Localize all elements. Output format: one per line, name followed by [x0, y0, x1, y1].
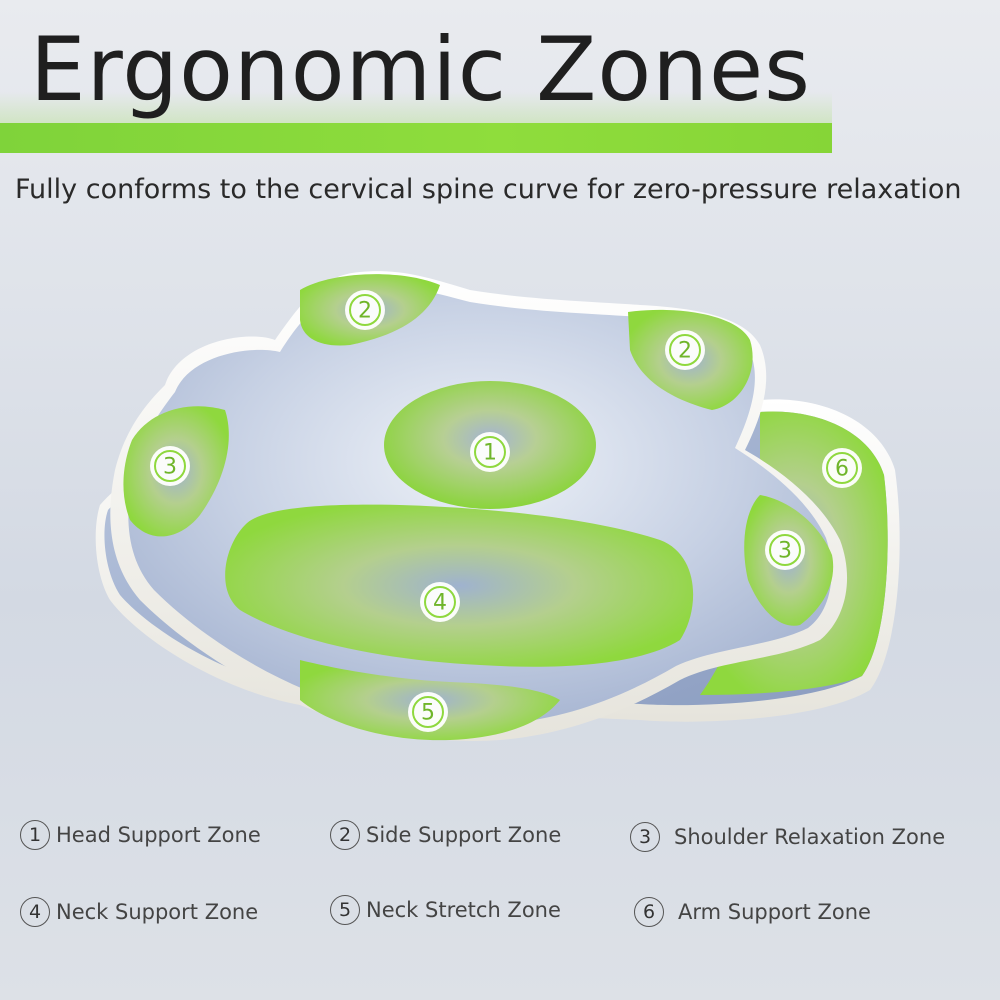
legend-item-arm-support: 6 Arm Support Zone — [634, 897, 871, 927]
zone-badge-number: 2 — [678, 339, 692, 364]
legend-number-badge: 6 — [634, 897, 664, 927]
legend-label: Shoulder Relaxation Zone — [674, 825, 946, 849]
legend-label: Neck Support Zone — [56, 900, 259, 924]
zone-badge-ring — [669, 334, 701, 366]
zone-legend: 1 Head Support Zone 2 Side Support Zone … — [0, 800, 1000, 960]
title-glow — [0, 92, 832, 126]
page-title: Ergonomic Zones — [30, 18, 811, 121]
legend-number-badge: 2 — [330, 820, 360, 850]
zone-badge-ring — [424, 586, 456, 618]
zone-badge-number: 3 — [778, 539, 792, 564]
zone-badge-6: 6 — [822, 448, 862, 488]
zone-badges: 1 2 2 3 3 4 5 6 — [150, 290, 862, 732]
legend-label: Neck Stretch Zone — [366, 898, 561, 922]
legend-item-side-support: 2 Side Support Zone — [330, 820, 561, 850]
page-subtitle: Fully conforms to the cervical spine cur… — [15, 174, 962, 205]
zone-badge-ring — [474, 436, 506, 468]
zone-badge-1: 1 — [470, 432, 510, 472]
legend-label: Arm Support Zone — [678, 900, 871, 924]
zone-badge-3: 3 — [765, 530, 805, 570]
zone-badge-number: 5 — [421, 701, 435, 726]
legend-item-neck-support: 4 Neck Support Zone — [20, 897, 258, 927]
zone-badge-2: 2 — [345, 290, 385, 330]
legend-item-head-support: 1 Head Support Zone — [20, 820, 261, 850]
legend-item-neck-stretch: 5 Neck Stretch Zone — [330, 895, 561, 925]
zone-badge-ring — [826, 452, 858, 484]
zone-badge-5: 5 — [408, 692, 448, 732]
zone-badge-number: 6 — [835, 457, 849, 482]
zone-badge-ring — [412, 696, 444, 728]
zone-badge-number: 1 — [483, 441, 497, 466]
legend-item-shoulder-relaxation: 3 Shoulder Relaxation Zone — [630, 822, 945, 852]
zone-badge-ring — [769, 534, 801, 566]
legend-label: Side Support Zone — [366, 823, 562, 847]
zone-badge-number: 3 — [163, 455, 177, 480]
legend-number-badge: 4 — [20, 897, 50, 927]
zone-badge-ring — [349, 294, 381, 326]
zone-badge-3: 3 — [150, 446, 190, 486]
legend-number-badge: 1 — [20, 820, 50, 850]
zone-badge-4: 4 — [420, 582, 460, 622]
legend-label: Head Support Zone — [56, 823, 261, 847]
zone-badge-number: 4 — [433, 591, 447, 616]
legend-number-badge: 5 — [330, 895, 360, 925]
title-accent-bar — [0, 123, 832, 153]
zone-badge-2: 2 — [665, 330, 705, 370]
zone-badge-ring — [154, 450, 186, 482]
pillow-illustration: 1 2 2 3 3 4 5 6 — [95, 271, 900, 741]
zone-badge-number: 2 — [358, 299, 372, 324]
legend-number-badge: 3 — [630, 822, 660, 852]
